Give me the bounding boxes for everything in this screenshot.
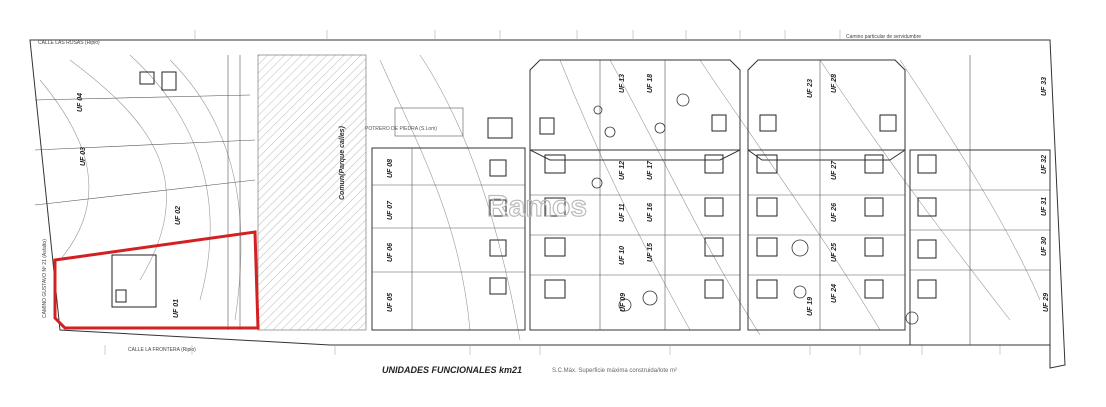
- uf-label: UF 02: [175, 206, 182, 225]
- uf-label: UF 26: [831, 203, 838, 222]
- uf-label: UF 24: [831, 284, 838, 303]
- reference-ticks: [104, 30, 1001, 355]
- trees: [591, 93, 919, 325]
- uf-label: UF 23: [807, 79, 814, 98]
- uf-label: UF 29: [1043, 293, 1050, 312]
- street-west: CAMINO GUSTAVO Nº 21 (Asfalto): [42, 239, 48, 318]
- uf-label: UF 15: [647, 243, 654, 262]
- uf-label: UF 03: [80, 147, 87, 166]
- uf-label: UF 30: [1041, 237, 1048, 256]
- shed: [487, 117, 513, 139]
- uf-label: UF 05: [387, 293, 394, 312]
- uf-label: UF 33: [1041, 77, 1048, 96]
- common-area-label: Comun(Parque calles): [339, 125, 346, 200]
- street-north: CALLE LAS ROSAS (Ripio): [38, 40, 100, 46]
- uf-label: UF 13: [619, 74, 626, 93]
- houses: [111, 71, 937, 308]
- uf-label: UF 31: [1041, 197, 1048, 216]
- plot-outline: [394, 107, 464, 137]
- plan-title: UNIDADES FUNCIONALES km21: [382, 365, 522, 375]
- street-northeast: Camino particular de servidumbre: [846, 34, 921, 40]
- block-1: [371, 147, 526, 331]
- uf-label: UF 12: [619, 161, 626, 180]
- block-2: [529, 59, 741, 331]
- uf-label: UF 08: [387, 159, 394, 178]
- uf-label: UF 11: [619, 203, 626, 222]
- watermark: Ramos: [487, 190, 587, 223]
- uf-label: UF 01: [173, 299, 180, 318]
- uf-label: UF 25: [831, 243, 838, 262]
- uf-label: UF 09: [620, 293, 627, 312]
- uf-label: UF 07: [387, 200, 394, 220]
- plan-caption-note: S.C.Máx. Superficie máxima construida/lo…: [552, 368, 677, 374]
- uf-label: UF 04: [77, 93, 84, 112]
- highlighted-lot-uf01: [53, 230, 260, 330]
- plot-label: POTRERO DE PIEDRA (S.Lom): [365, 126, 437, 132]
- site-boundary: [29, 39, 1066, 369]
- contour-lines: [39, 54, 1041, 341]
- uf-label: UF 27: [831, 160, 838, 180]
- left-lots: [34, 55, 256, 330]
- uf-label: UF 17: [647, 160, 654, 180]
- street-south: CALLE LA FRONTERA (Ripio): [128, 347, 196, 353]
- unit-labels: UF 01 UF 02 UF 03 UF 04 UF 05 UF 06 UF 0…: [77, 74, 1050, 318]
- common-area-strip: [257, 54, 367, 331]
- block-3: [747, 59, 906, 331]
- uf-label: UF 06: [387, 243, 394, 262]
- uf-label: UF 18: [647, 74, 654, 93]
- block-4: [909, 55, 1051, 346]
- uf-label: UF 10: [619, 246, 626, 265]
- uf-label: UF 19: [807, 297, 814, 316]
- uf-label: UF 32: [1041, 155, 1048, 174]
- uf-label: UF 16: [647, 203, 654, 222]
- uf-label: UF 28: [831, 74, 838, 93]
